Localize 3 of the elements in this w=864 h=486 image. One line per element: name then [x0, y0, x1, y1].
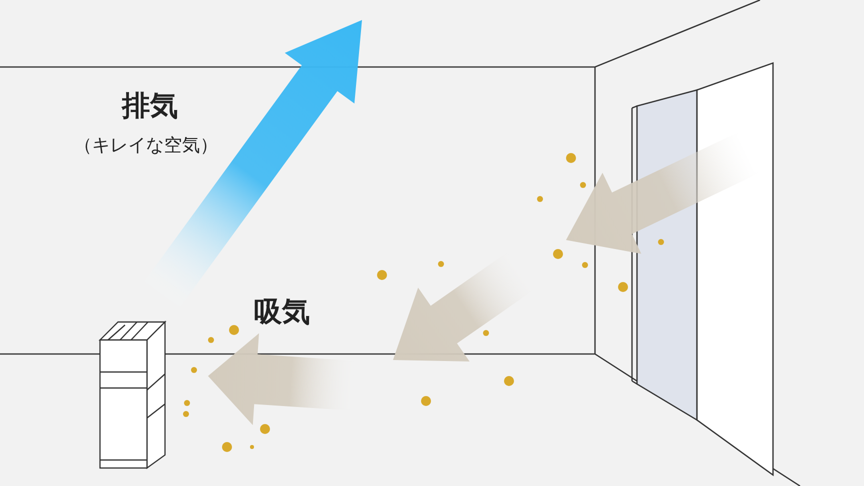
exhaust-label: 排気 — [122, 88, 178, 124]
intake-label: 吸気 — [254, 294, 310, 330]
exhaust-note: （キレイな空気） — [74, 134, 218, 157]
